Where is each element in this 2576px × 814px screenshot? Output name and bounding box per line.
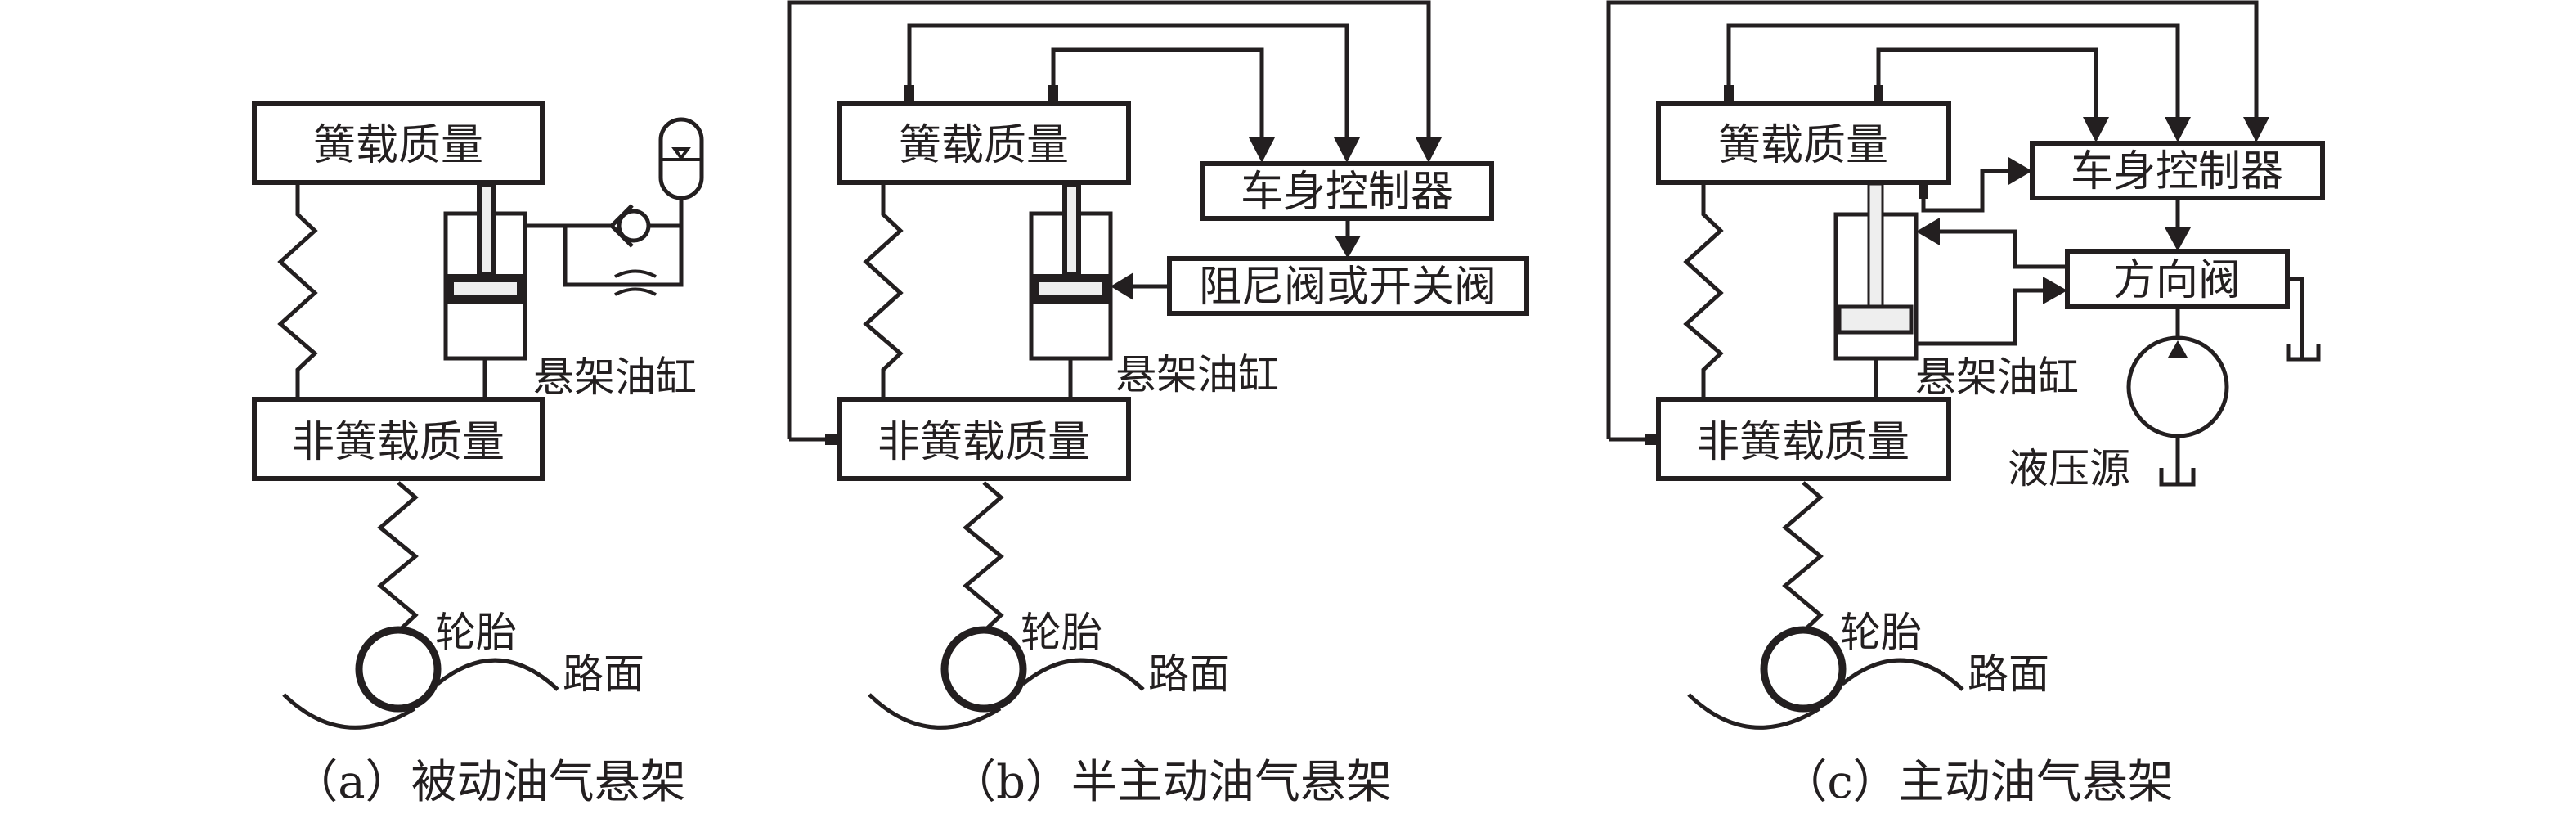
tank-line (2287, 277, 2304, 359)
hydraulic-source-label: 液压源 (2008, 445, 2130, 492)
road-surface (1687, 693, 1821, 730)
piston-rod (1867, 182, 1884, 308)
damping-valve-label: 阻尼阀或开关阀 (1199, 263, 1497, 312)
tire-icon (355, 626, 442, 713)
body-controller-label: 车身控制器 (2071, 147, 2283, 196)
hydraulic-pump-icon (2126, 335, 2229, 438)
arrow-icon (1335, 236, 1361, 259)
road-surface (282, 693, 416, 730)
sprung-mass-box (252, 101, 545, 185)
panel-c: 簧载质量 车身控制器 方向阀 液压源 悬架油缸 (1606, 0, 2325, 809)
caption-b: （b）半主动油气悬架 (950, 756, 1392, 809)
arrow-icon (2165, 227, 2191, 251)
signal-line-sprung (1726, 23, 2180, 119)
tank-icon (2286, 344, 2321, 362)
piston-rod (477, 182, 496, 277)
tire-label: 轮胎 (1840, 609, 1922, 656)
unsprung-mass-label: 非簧载质量 (292, 418, 505, 467)
sensor-icon (1645, 434, 1659, 445)
tire-label: 轮胎 (435, 609, 517, 656)
signal-line-unsprung (787, 0, 1431, 439)
unsprung-mass-box (837, 397, 1131, 481)
suspension-spring-icon (277, 182, 318, 399)
arrow-icon (2165, 117, 2191, 142)
caption-a: （a）被动油气悬架 (292, 756, 685, 809)
orifice-icon (614, 269, 657, 296)
sprung-mass-label: 簧载质量 (899, 121, 1069, 170)
suspension-spring-icon (1683, 182, 1724, 399)
piston-rod (1062, 182, 1081, 277)
road-surface (868, 693, 1002, 730)
tank-icon (2159, 468, 2196, 487)
panel-a: 簧载质量 悬架油缸 非簧载质量 轮胎 路面 (252, 101, 704, 809)
signal-line-sprung (907, 23, 1349, 139)
sensor-icon (1919, 185, 1928, 199)
arrow-icon (1334, 137, 1360, 163)
body-controller-label: 车身控制器 (1241, 168, 1453, 217)
arrow-icon (1916, 218, 1940, 245)
sprung-mass-label: 簧载质量 (1718, 121, 1888, 170)
sprung-mass-box (1656, 101, 1951, 185)
unsprung-mass-box (1656, 397, 1951, 481)
piston (1031, 274, 1111, 304)
cylinder-label: 悬架油缸 (1915, 353, 2079, 401)
arrow-icon (2083, 117, 2109, 142)
sensor-icon (1724, 85, 1734, 101)
road-label: 路面 (563, 650, 644, 698)
hydraulic-line-return (1916, 288, 2044, 346)
panel-b: 簧载质量 车身控制器 阻尼阀或开关阀 悬架油缸 非簧载质量 轮胎 路面 （b）半… (787, 0, 1529, 809)
cylinder-label: 悬架油缸 (1115, 351, 1279, 398)
tire-spring-icon (1782, 481, 1824, 632)
road-surface (1841, 658, 1964, 691)
hydraulic-loop (563, 198, 684, 287)
piston (446, 274, 525, 304)
sensor-icon (825, 434, 840, 445)
hydraulic-line-supply (1938, 229, 2067, 269)
signal-line-stroke (1051, 47, 1264, 139)
sprung-mass-box (837, 101, 1131, 185)
tire-spring-icon (377, 481, 419, 632)
signal-line-unsprung (1606, 0, 2259, 439)
arrow-icon (1249, 137, 1275, 163)
cylinder-label: 悬架油缸 (533, 353, 697, 401)
piston (1837, 304, 1914, 335)
tire-spring-icon (963, 481, 1004, 632)
suspension-spring-icon (863, 182, 904, 399)
road-label: 路面 (1968, 650, 2049, 698)
arrow-icon (1111, 272, 1133, 300)
accumulator-icon (658, 117, 704, 200)
directional-valve-label: 方向阀 (2113, 256, 2241, 305)
tire-icon (940, 626, 1027, 713)
unsprung-mass-box (252, 397, 545, 481)
arrow-icon (1416, 137, 1442, 163)
tire-label: 轮胎 (1021, 609, 1102, 656)
sensor-icon (904, 85, 914, 101)
tire-icon (1760, 626, 1847, 713)
arrow-icon (2243, 117, 2269, 142)
unsprung-mass-label: 非簧载质量 (877, 418, 1090, 467)
unsprung-mass-label: 非簧载质量 (1697, 418, 1910, 467)
arrow-icon (2008, 157, 2032, 185)
road-surface (1021, 658, 1145, 691)
road-label: 路面 (1148, 650, 1230, 698)
check-valve-icon (608, 204, 651, 248)
caption-c: （c）主动油气悬架 (1781, 756, 2173, 809)
sensor-icon (1048, 85, 1058, 101)
signal-line-stroke (1876, 47, 2098, 119)
road-surface (436, 658, 559, 691)
arrow-icon (2043, 277, 2067, 304)
sensor-icon (1874, 85, 1883, 101)
sprung-mass-label: 簧载质量 (313, 121, 483, 170)
signal-line-displacement (1921, 169, 2010, 213)
